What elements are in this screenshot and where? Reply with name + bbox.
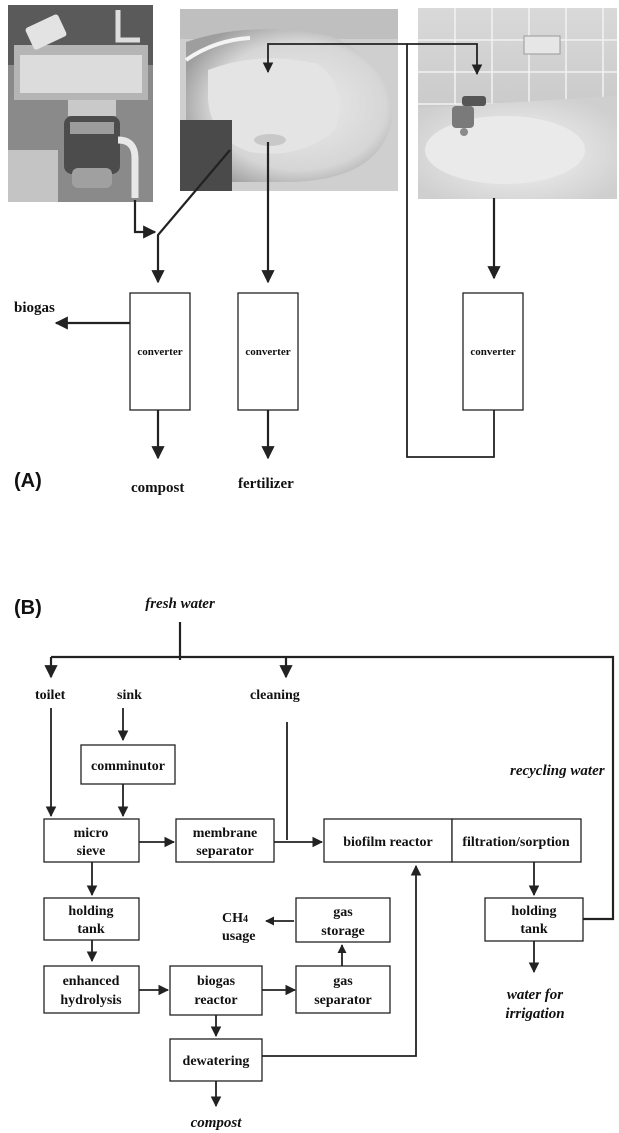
biogas-reactor-box: biogas reactor [169,965,263,1016]
converter-box-3 [462,292,524,411]
converter-box-1 [129,292,191,411]
svg-text:usage: usage [222,929,255,944]
svg-text:gas: gas [333,974,353,989]
svg-text:hydrolysis: hydrolysis [60,993,122,1008]
svg-text:biofilm reactor: biofilm reactor [343,835,433,850]
toilet-photo [180,9,398,191]
sink-label: sink [117,688,142,703]
svg-text:comminutor: comminutor [91,759,165,774]
svg-text:separator: separator [196,844,254,859]
compost-label-a: compost [131,480,184,496]
gas-separator-box: gas separator [295,965,391,1014]
svg-text:sieve: sieve [77,844,106,859]
water-for-irrigation-label: water for irrigation [505,987,564,1022]
dewatering-box: dewatering [169,1038,263,1082]
membrane-separator-box: membrane separator [175,818,275,863]
panel-a-label: (A) [14,470,42,492]
svg-text:gas: gas [333,905,353,920]
fresh-water-label: fresh water [145,596,215,612]
svg-text:separator: separator [314,993,372,1008]
svg-text:holding: holding [511,904,556,919]
panel-b-label: (B) [14,597,42,619]
sink-disposer-photo [8,5,153,202]
holding-tank-right-box: holding tank [484,897,584,942]
washbasin-photo [418,8,617,199]
svg-text:storage: storage [321,924,365,939]
holding-tank-left-box: holding tank [43,897,140,941]
svg-text:biogas: biogas [197,974,236,989]
biofilm-reactor-box: biofilm reactor [323,818,453,863]
recycling-water-label: recycling water [510,763,605,779]
filtration-sorption-box: filtration/sorption [451,818,582,863]
converter-label-3: converter [470,346,515,358]
svg-text:membrane: membrane [193,826,258,841]
svg-text:water for: water for [507,987,563,1003]
cleaning-label: cleaning [250,688,300,703]
biogas-label: biogas [14,300,55,316]
svg-text:tank: tank [77,922,104,937]
svg-text:filtration/sorption: filtration/sorption [462,835,570,850]
converter-box-2 [237,292,299,411]
svg-text:holding: holding [68,904,113,919]
panel-b-flows [44,622,615,1108]
ch4-usage-label: CH4 usage [222,911,255,944]
svg-text:dewatering: dewatering [183,1054,250,1069]
compost-label-b: compost [191,1115,243,1131]
enhanced-hydrolysis-box: enhanced hydrolysis [43,965,140,1014]
panel-a-flows [54,43,501,460]
micro-sieve-box: micro sieve [43,818,140,863]
comminutor-box: comminutor [80,744,176,785]
svg-text:micro: micro [74,826,109,841]
svg-text:CH4: CH4 [222,911,248,926]
svg-text:irrigation: irrigation [505,1006,564,1022]
converter-label-2: converter [245,346,290,358]
fertilizer-label: fertilizer [238,476,294,492]
svg-text:tank: tank [520,922,547,937]
converter-label-1: converter [137,346,182,358]
toilet-label: toilet [35,688,66,703]
gas-storage-box: gas storage [295,897,391,943]
svg-text:reactor: reactor [194,993,237,1008]
svg-text:enhanced: enhanced [63,974,120,989]
